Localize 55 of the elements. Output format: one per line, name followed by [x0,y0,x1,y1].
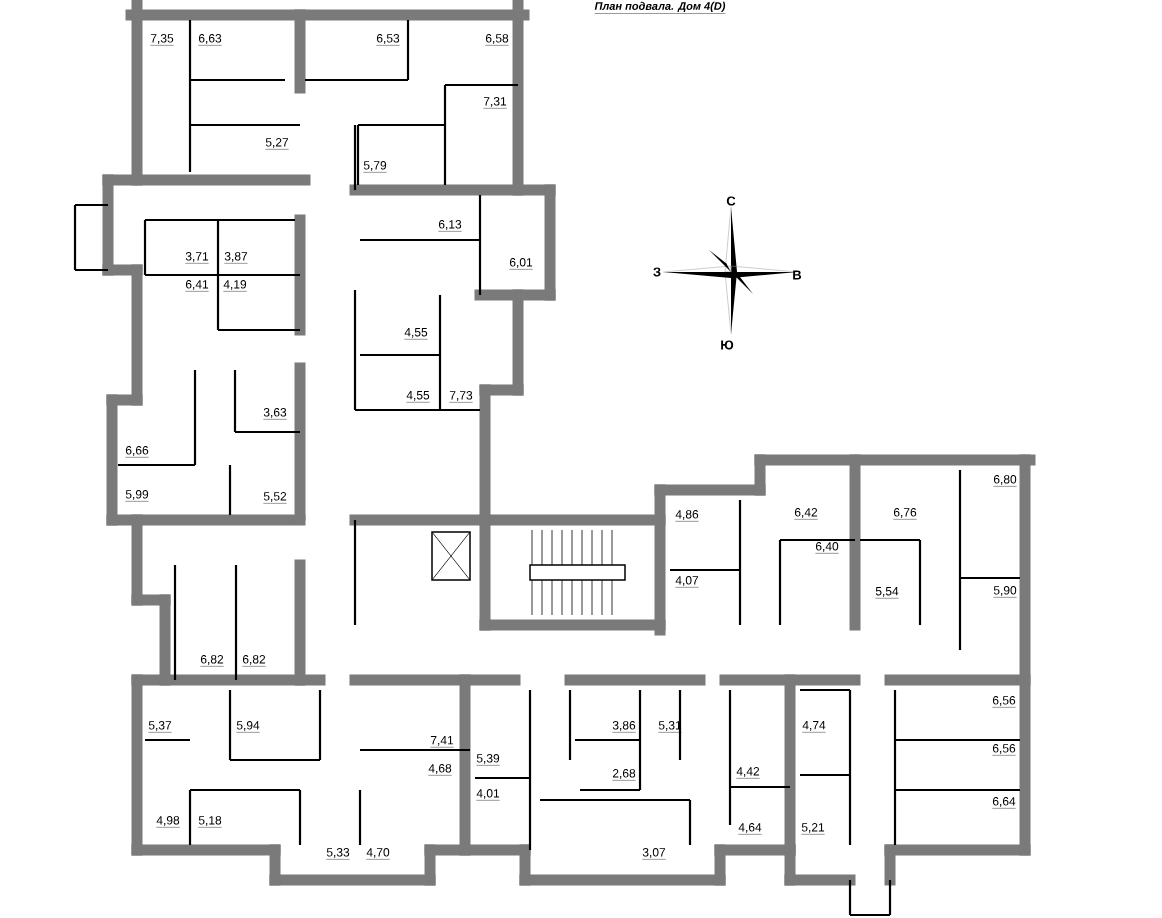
room-area: 6,76 [893,508,917,520]
room-area: 7,35 [150,34,174,46]
room-area: 4,70 [366,848,390,860]
room-area: 4,86 [675,510,699,522]
room-area: 6,40 [815,542,839,554]
room-area: 5,79 [363,161,387,173]
room-area: 5,33 [326,848,350,860]
room-area: 4,55 [406,391,430,403]
room-area: 6,41 [185,280,209,292]
room-area: 6,13 [438,220,462,232]
room-area: 5,37 [148,721,172,733]
room-area: 6,56 [992,696,1016,708]
room-area: 3,87 [224,252,248,264]
room-area: 5,18 [198,816,222,828]
room-area: 4,19 [223,280,247,292]
room-area: 5,94 [236,721,260,733]
room-area: 6,42 [794,508,818,520]
room-area: 4,64 [738,823,762,835]
room-area: 5,90 [993,586,1017,598]
compass-letter: С [726,196,736,206]
room-area: 4,55 [404,328,428,340]
plan-title: План подвала. Дом 4(D) [594,1,726,14]
room-area: 2,68 [612,769,636,781]
room-area: 5,21 [801,823,825,835]
room-area: 6,64 [992,797,1016,809]
compass-letter: Ю [721,340,734,350]
room-area: 3,07 [642,848,666,860]
room-area: 6,56 [992,744,1016,756]
room-area: 3,63 [263,408,287,420]
room-area: 4,07 [675,576,699,588]
room-area: 4,98 [156,816,180,828]
room-area: 4,74 [802,721,826,733]
compass-letter: З [653,267,661,277]
room-area: 7,31 [483,97,507,109]
room-area: 6,63 [198,34,222,46]
room-area: 5,54 [875,587,899,599]
room-area: 5,52 [263,492,287,504]
room-area: 7,41 [430,736,454,748]
room-area: 6,80 [993,475,1017,487]
room-area: 5,39 [476,754,500,766]
room-area: 6,82 [242,655,266,667]
room-area: 4,42 [736,767,760,779]
room-area: 4,01 [476,789,500,801]
room-area: 5,27 [265,138,289,150]
room-area: 6,82 [200,655,224,667]
room-area: 5,99 [125,490,149,502]
compass-letter: В [793,270,802,280]
room-area: 6,01 [509,258,533,270]
room-area: 6,66 [125,446,149,458]
room-area: 4,68 [428,764,452,776]
room-area: 6,58 [485,34,509,46]
room-area: 3,71 [185,252,209,264]
room-area: 3,86 [612,721,636,733]
room-area: 6,53 [376,34,400,46]
room-area: 7,73 [449,391,473,403]
